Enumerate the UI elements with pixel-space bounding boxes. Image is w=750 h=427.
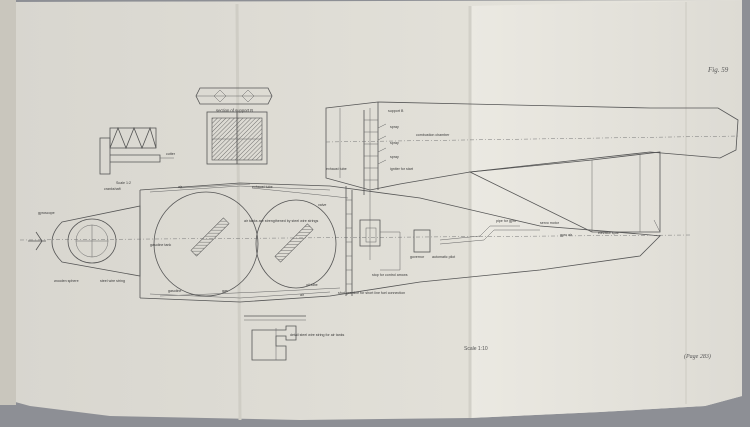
igniter-label: igniter for start bbox=[390, 167, 413, 171]
servo-motor-label: servo motor bbox=[540, 221, 560, 225]
page-note: (Page 283) bbox=[684, 353, 711, 360]
nose-section: gyroscope wooden sphere steel wire strin… bbox=[28, 205, 141, 283]
crankshaft-label: crankshaft bbox=[104, 187, 121, 191]
fold-line-1 bbox=[235, 3, 242, 421]
left-edge-strip bbox=[0, 0, 16, 405]
gas-label: gas bbox=[222, 289, 228, 293]
elevator-spar-label: elevator spar bbox=[598, 231, 620, 235]
pulse-jet: support B spray spray spray combustion c… bbox=[325, 101, 741, 260]
gasoline-tank-label: gasoline tank bbox=[150, 243, 171, 247]
wooden-sphere-label: wooden sphere bbox=[54, 279, 79, 283]
air-label-1: air bbox=[178, 185, 183, 189]
steel-wire-label: steel wire string bbox=[100, 279, 125, 283]
section-support-label: section of support B bbox=[216, 108, 253, 113]
tail-section bbox=[468, 151, 661, 233]
air-tank-rear bbox=[255, 199, 337, 289]
valve-label: valve bbox=[318, 203, 326, 207]
truss-detail: cutter Scale 1:2 crankshaft bbox=[99, 126, 176, 191]
combustion-chamber-label: combustion chamber bbox=[416, 133, 450, 137]
gyroscope-sphere bbox=[67, 218, 117, 264]
scale-detail-label: Scale 1:2 bbox=[116, 181, 131, 185]
support-b-label: support B bbox=[388, 109, 404, 113]
scale-main-label: Scale 1:10 bbox=[464, 346, 488, 352]
pipe-gyro-label: pipe for gyro bbox=[496, 219, 516, 223]
spray-1-label: spray bbox=[390, 125, 399, 129]
gyroscope-label: gyroscope bbox=[38, 211, 55, 215]
automatic-pilot-label: automatic pilot bbox=[432, 255, 455, 259]
governor-label: governor bbox=[410, 255, 425, 259]
gasoline-pipe-label: gasoline bbox=[168, 289, 181, 293]
air-tanks-note: air tanks are strengthened by steel wire… bbox=[244, 219, 319, 223]
exhaust-tube-label-top: exhaust tube bbox=[326, 167, 347, 171]
exhaust-tube-label: exhaust tube bbox=[252, 185, 273, 189]
spray-2-label: spray bbox=[390, 141, 399, 145]
bottom-wire-detail: detail steel wire string for air tanks bbox=[244, 315, 345, 361]
spray-3-label: spray bbox=[390, 155, 399, 159]
section-support-b-detail: section of support B bbox=[195, 87, 273, 113]
shut-gasoline-label: shut gasoline for short line fuel connec… bbox=[338, 291, 405, 295]
air-tank-front bbox=[153, 191, 259, 297]
air-label-2: air bbox=[300, 293, 305, 297]
oil-tube-label: oil tube bbox=[306, 283, 318, 287]
gyro-air-label: gyro air bbox=[560, 233, 573, 237]
paper-right-panel bbox=[470, 0, 742, 418]
figure-label: Fig. 59 bbox=[707, 66, 729, 74]
grate-detail bbox=[206, 111, 268, 165]
cutter-label: cutter bbox=[166, 152, 176, 156]
stop-control-label: stop for control arrows bbox=[372, 273, 408, 277]
detail-wire-label: detail steel wire string for air tanks bbox=[290, 333, 345, 337]
